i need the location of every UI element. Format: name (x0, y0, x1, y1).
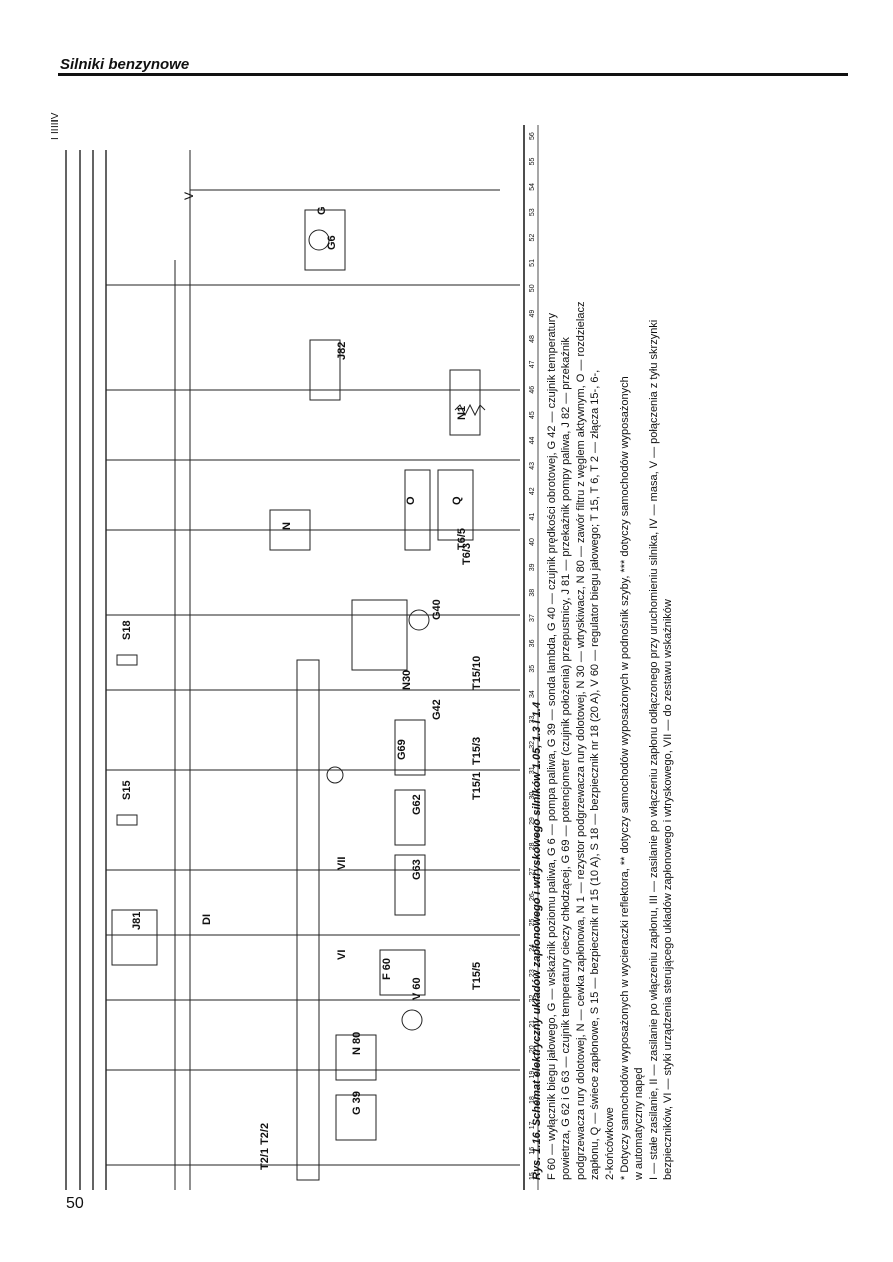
terminal-number: 42 (529, 487, 536, 495)
mass-line-label: V (182, 192, 196, 200)
component-label-n: N (281, 522, 293, 530)
terminal-number: 41 (529, 513, 536, 521)
terminal-number: 32 (529, 741, 536, 749)
terminal-number: 52 (529, 234, 536, 242)
caption-line: podgrzewacza rury dolotowej, N — cewka z… (574, 301, 587, 1180)
terminal-number: 55 (529, 157, 536, 165)
component-label-o: O (405, 496, 417, 505)
component-label-g62: G62 (411, 794, 423, 815)
component-label-q: Q (451, 496, 463, 505)
bus-line-label: II (50, 128, 61, 134)
caption-line: bezpieczników, VI — styki urządzenia ste… (662, 599, 675, 1180)
component-label-t15-5: T15/5 (471, 962, 483, 990)
component-label-g6: G6 (326, 235, 338, 250)
header-rule (58, 73, 848, 76)
terminal-number: 30 (529, 792, 536, 800)
component-label-t15-1: T15/1 (471, 772, 483, 800)
bus-line-label: III (50, 120, 61, 128)
caption-line: * Dotyczy samochodów wyposażonych w wyci… (618, 376, 631, 1180)
header-title: Silniki benzynowe (60, 56, 190, 73)
component-label-t2: T2/1 T2/2 (259, 1123, 271, 1170)
terminal-number: 51 (529, 259, 536, 267)
component-label-g63: G63 (411, 859, 423, 880)
terminal-number: 29 (529, 817, 536, 825)
caption-line: zapłonu, Q — świece zapłonowe, S 15 — be… (589, 369, 602, 1180)
terminal-number: 35 (529, 665, 536, 673)
component-label-t15-3: T15/3 (471, 737, 483, 765)
caption-line: 2-końcówkowe (603, 1107, 616, 1180)
component-label-n1: N1 (456, 406, 468, 420)
bus-line-label: IV (50, 112, 61, 122)
component-label-s18: S18 (121, 620, 133, 640)
component-label-t6-3: T6/3 (461, 543, 473, 565)
terminal-number: 40 (529, 538, 536, 546)
terminal-number: 34 (529, 690, 536, 698)
component-label-g39: G 39 (351, 1091, 363, 1115)
component-label-di: DI (201, 914, 213, 925)
terminal-number: 17 (529, 1121, 536, 1129)
component-label-v60: V 60 (411, 977, 423, 1000)
component-label-n80: N 80 (351, 1032, 363, 1055)
terminal-number: 38 (529, 589, 536, 597)
component-label-g40: G40 (431, 599, 443, 620)
terminal-number: 49 (529, 310, 536, 318)
component-label-t15-10: T15/10 (471, 656, 483, 690)
component-label-g42: G42 (431, 699, 443, 720)
terminal-number: 15 (529, 1172, 536, 1180)
page-number: 50 (66, 1195, 84, 1212)
component-label-t6-5: T6/5 (456, 528, 468, 550)
terminal-number: 25 (529, 918, 536, 926)
caption-line: powietrza, G 62 i G 63 — czujnik tempera… (560, 337, 573, 1180)
component-label-g69: G69 (396, 739, 408, 760)
terminal-number: 28 (529, 842, 536, 850)
terminal-number: 47 (529, 360, 536, 368)
terminal-number: 20 (529, 1045, 536, 1053)
component-label-vii: VII (336, 857, 348, 870)
caption-line: F 60 — wyłącznik biegu jałowego, G — wsk… (545, 313, 558, 1180)
terminal-number: 39 (529, 563, 536, 571)
terminal-number: 48 (529, 335, 536, 343)
terminal-number: 37 (529, 614, 536, 622)
terminal-number: 33 (529, 716, 536, 724)
component-label-vi: VI (336, 950, 348, 960)
component-label-j82: J82 (336, 342, 348, 360)
terminal-number: 50 (529, 284, 536, 292)
terminal-number: 26 (529, 893, 536, 901)
component-label-f60: F 60 (381, 958, 393, 980)
component-label-j81: J81 (131, 912, 143, 930)
bus-line-label: I (50, 137, 61, 140)
component-label-s15: S15 (121, 780, 133, 800)
terminal-number: 56 (529, 132, 536, 140)
terminal-number: 19 (529, 1071, 536, 1079)
terminal-number: 43 (529, 462, 536, 470)
terminal-number: 16 (529, 1147, 536, 1155)
terminal-number: 31 (529, 766, 536, 774)
caption-title: Rys. 1.16. Schemat elektryczny układów z… (531, 701, 543, 1180)
terminal-number: 21 (529, 1020, 536, 1028)
terminal-number: 53 (529, 208, 536, 216)
component-label-g: G (316, 206, 328, 215)
caption-line: w automatyczny napęd (633, 1067, 646, 1180)
terminal-number: 46 (529, 386, 536, 394)
terminal-number: 18 (529, 1096, 536, 1104)
terminal-number: 44 (529, 436, 536, 444)
terminal-number: 36 (529, 639, 536, 647)
figure-caption: Rys. 1.16. Schemat elektryczny układów z… (530, 100, 676, 1180)
terminal-number: 45 (529, 411, 536, 419)
terminal-number: 54 (529, 183, 536, 191)
component-label-n30: N30 (401, 670, 413, 690)
terminal-number: 27 (529, 868, 536, 876)
terminal-number: 23 (529, 969, 536, 977)
terminal-number: 22 (529, 995, 536, 1003)
caption-line: I — stałe zasilanie, II — zasilanie po w… (647, 319, 660, 1180)
terminal-number: 24 (529, 944, 536, 952)
